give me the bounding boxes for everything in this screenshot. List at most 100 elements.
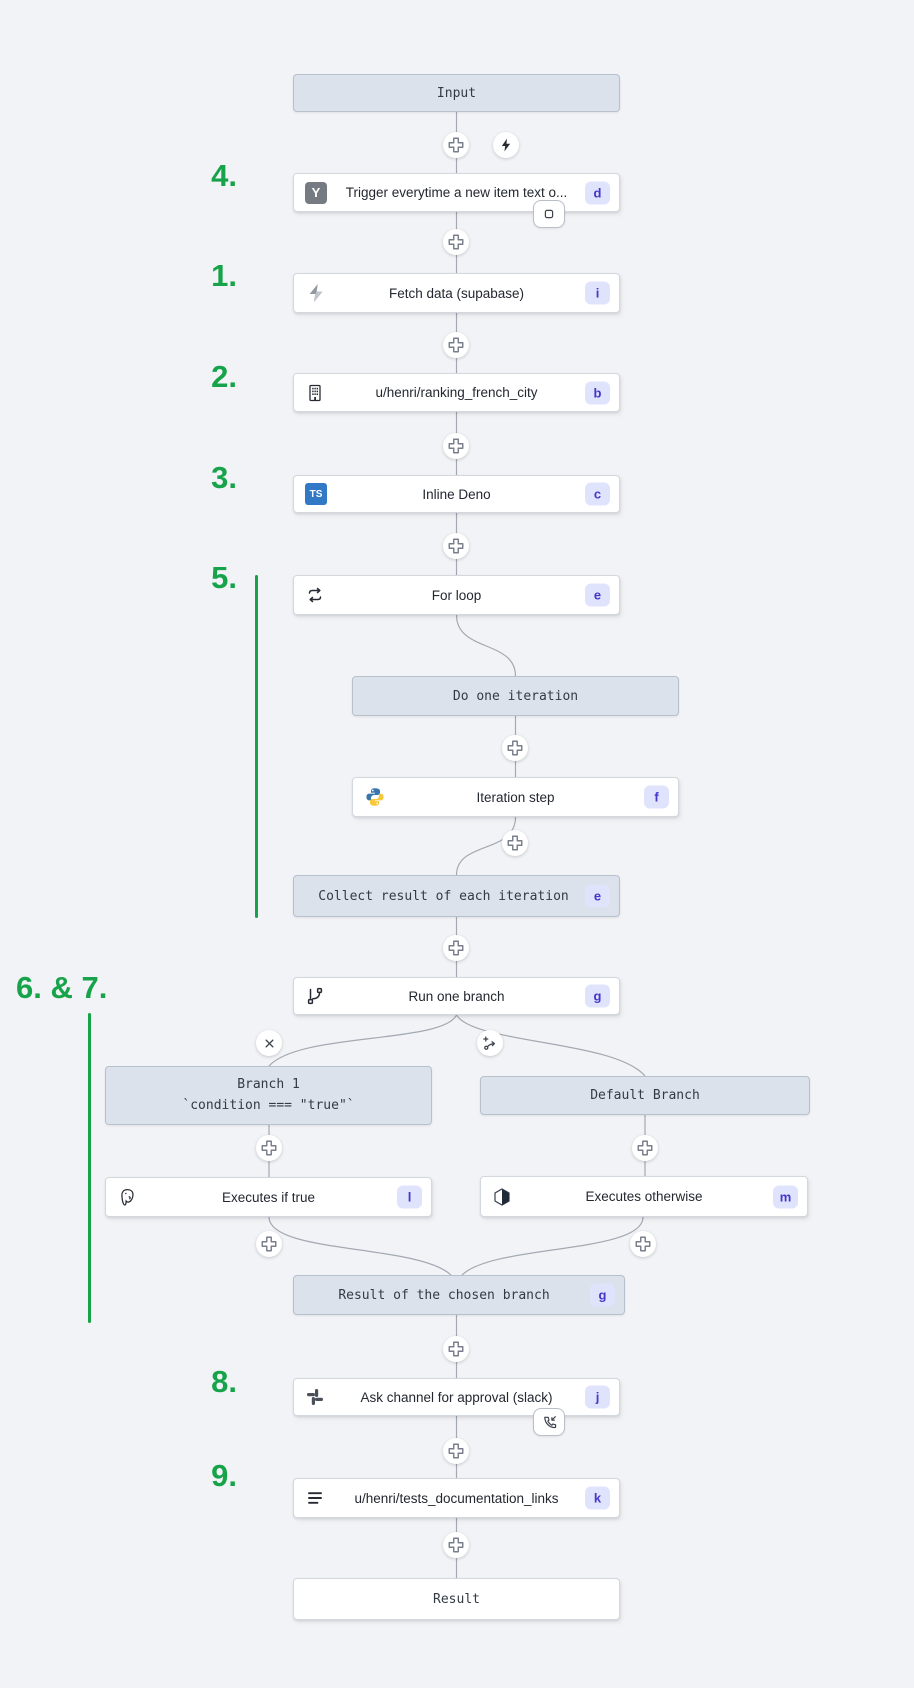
node-inline-deno-label: Inline Deno <box>422 486 491 502</box>
plus-icon <box>448 1443 464 1459</box>
postgresql-icon <box>121 1188 134 1206</box>
node-branch-1-condition: `condition === "true"` <box>182 1097 355 1113</box>
add-step-button[interactable] <box>256 1231 282 1257</box>
annotation-step-4: 4. <box>211 158 237 193</box>
plus-icon <box>637 1140 653 1156</box>
branch-plus-icon <box>482 1035 495 1050</box>
node-result-chosen-branch-label: Result of the chosen branch <box>338 1287 550 1303</box>
node-collect-result-label: Collect result of each iteration <box>318 888 569 904</box>
annotation-step-9: 9. <box>211 1458 237 1493</box>
approval-suspend-chip[interactable] <box>533 1408 565 1436</box>
typescript-icon: TS <box>305 483 327 505</box>
cube-icon <box>494 1187 510 1206</box>
node-branch-1[interactable]: Branch 1 `condition === "true"` <box>105 1066 432 1125</box>
add-step-button[interactable] <box>630 1231 656 1257</box>
node-result-chosen-branch-badge: g <box>590 1283 615 1307</box>
plus-icon <box>448 1341 464 1357</box>
plus-icon <box>448 940 464 956</box>
annotation-line-step-6-7 <box>88 1013 91 1323</box>
supabase-icon <box>309 284 323 302</box>
node-inline-deno[interactable]: TS Inline Deno c <box>293 475 620 513</box>
node-ask-channel-approval-label: Ask channel for approval (slack) <box>360 1389 553 1405</box>
node-input[interactable]: Input <box>293 74 620 112</box>
node-trigger-label: Trigger everytime a new item text o... <box>345 185 568 200</box>
node-ranking-french-city-label: u/henri/ranking_french_city <box>375 385 538 400</box>
node-collect-result[interactable]: Collect result of each iteration e <box>293 875 620 917</box>
node-executes-if-true[interactable]: Executes if true l <box>105 1177 432 1217</box>
node-trigger[interactable]: Y Trigger everytime a new item text o...… <box>293 173 620 212</box>
menu-lines-icon <box>308 1492 322 1504</box>
node-run-one-branch[interactable]: Run one branch g <box>293 977 620 1015</box>
node-executes-otherwise-label: Executes otherwise <box>585 1189 703 1204</box>
add-step-button[interactable] <box>443 132 469 158</box>
add-step-button[interactable] <box>632 1135 658 1161</box>
node-fetch-data[interactable]: Fetch data (supabase) i <box>293 273 620 313</box>
plus-icon <box>448 137 464 153</box>
add-step-button[interactable] <box>443 1438 469 1464</box>
lightning-icon <box>501 138 511 152</box>
annotation-step-6-7: 6. & 7. <box>16 970 108 1005</box>
add-branch-button[interactable] <box>477 1030 503 1056</box>
add-step-button[interactable] <box>443 1532 469 1558</box>
node-ask-channel-approval[interactable]: Ask channel for approval (slack) j <box>293 1378 620 1416</box>
node-inline-deno-badge: c <box>585 482 610 506</box>
plus-icon <box>448 337 464 353</box>
plus-icon <box>448 1537 464 1553</box>
trigger-suspend-chip[interactable] <box>533 200 565 228</box>
add-step-button[interactable] <box>443 1336 469 1362</box>
node-run-one-branch-badge: g <box>585 984 610 1008</box>
node-for-loop-badge: e <box>585 583 610 607</box>
node-for-loop-label: For loop <box>431 587 482 603</box>
add-step-button[interactable] <box>256 1135 282 1161</box>
annotation-step-3: 3. <box>211 460 237 495</box>
plus-icon <box>261 1236 277 1252</box>
repeat-icon <box>308 587 322 603</box>
add-step-button[interactable] <box>443 433 469 459</box>
node-default-branch[interactable]: Default Branch <box>480 1076 810 1115</box>
node-for-loop[interactable]: For loop e <box>293 575 620 615</box>
node-branch-1-title: Branch 1 <box>237 1077 300 1093</box>
node-result[interactable]: Result <box>293 1578 620 1620</box>
add-step-button[interactable] <box>443 533 469 559</box>
node-do-one-iteration[interactable]: Do one iteration <box>352 676 679 716</box>
node-iteration-step[interactable]: Iteration step f <box>352 777 679 817</box>
node-input-label: Input <box>436 85 477 101</box>
node-ranking-french-city[interactable]: u/henri/ranking_french_city b <box>293 373 620 412</box>
node-iteration-step-badge: f <box>644 785 669 809</box>
remove-branch-button[interactable] <box>256 1030 282 1056</box>
node-run-one-branch-label: Run one branch <box>408 988 505 1004</box>
node-fetch-data-badge: i <box>585 281 610 305</box>
add-step-button[interactable] <box>443 229 469 255</box>
node-result-chosen-branch[interactable]: Result of the chosen branch g <box>293 1275 625 1315</box>
node-default-branch-label: Default Branch <box>590 1088 700 1103</box>
plus-icon <box>448 438 464 454</box>
plus-icon <box>507 835 523 851</box>
node-iteration-step-label: Iteration step <box>476 789 555 805</box>
node-tests-documentation-links[interactable]: u/henri/tests_documentation_links k <box>293 1478 620 1518</box>
square-icon <box>544 209 554 219</box>
git-branch-icon <box>307 987 323 1005</box>
close-icon <box>264 1038 274 1048</box>
node-fetch-data-label: Fetch data (supabase) <box>388 285 525 301</box>
annotation-step-5: 5. <box>211 560 237 595</box>
node-collect-result-badge: e <box>585 884 610 908</box>
node-executes-otherwise-badge: m <box>773 1185 798 1208</box>
slack-icon <box>307 1389 323 1405</box>
add-step-button[interactable] <box>502 830 528 856</box>
python-icon <box>366 788 384 806</box>
trigger-bolt-button[interactable] <box>493 132 519 158</box>
add-step-button[interactable] <box>443 935 469 961</box>
node-result-label: Result <box>433 1591 480 1607</box>
node-executes-otherwise[interactable]: Executes otherwise m <box>480 1176 808 1217</box>
add-step-button[interactable] <box>443 332 469 358</box>
hackernews-icon: Y <box>305 181 327 204</box>
node-trigger-badge: d <box>585 181 610 204</box>
add-step-button[interactable] <box>502 735 528 761</box>
node-ranking-french-city-badge: b <box>585 381 610 404</box>
annotation-line-step-5 <box>255 575 258 918</box>
phone-incoming-icon <box>543 1415 556 1428</box>
plus-icon <box>261 1140 277 1156</box>
node-tests-documentation-links-label: u/henri/tests_documentation_links <box>354 1490 559 1506</box>
node-executes-if-true-label: Executes if true <box>221 1189 316 1205</box>
